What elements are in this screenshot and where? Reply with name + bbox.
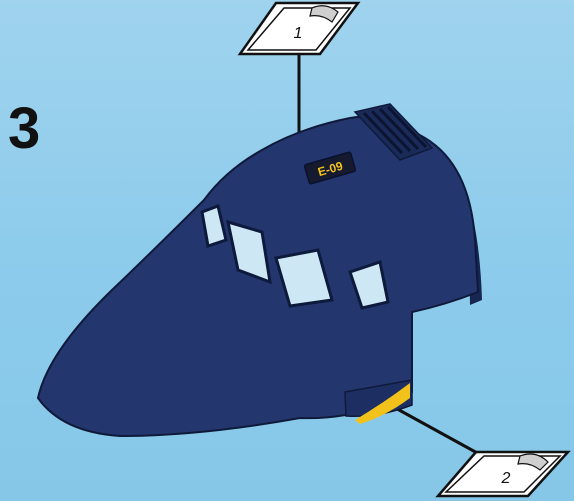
cockpit-nose-part: E-09 [38,104,482,436]
callout-1-sheet-icon: 1 [240,3,358,54]
callout-2-label: 2 [501,470,511,487]
callout-1-label: 1 [294,25,303,42]
callout-2-sheet-icon: 2 [438,452,568,496]
